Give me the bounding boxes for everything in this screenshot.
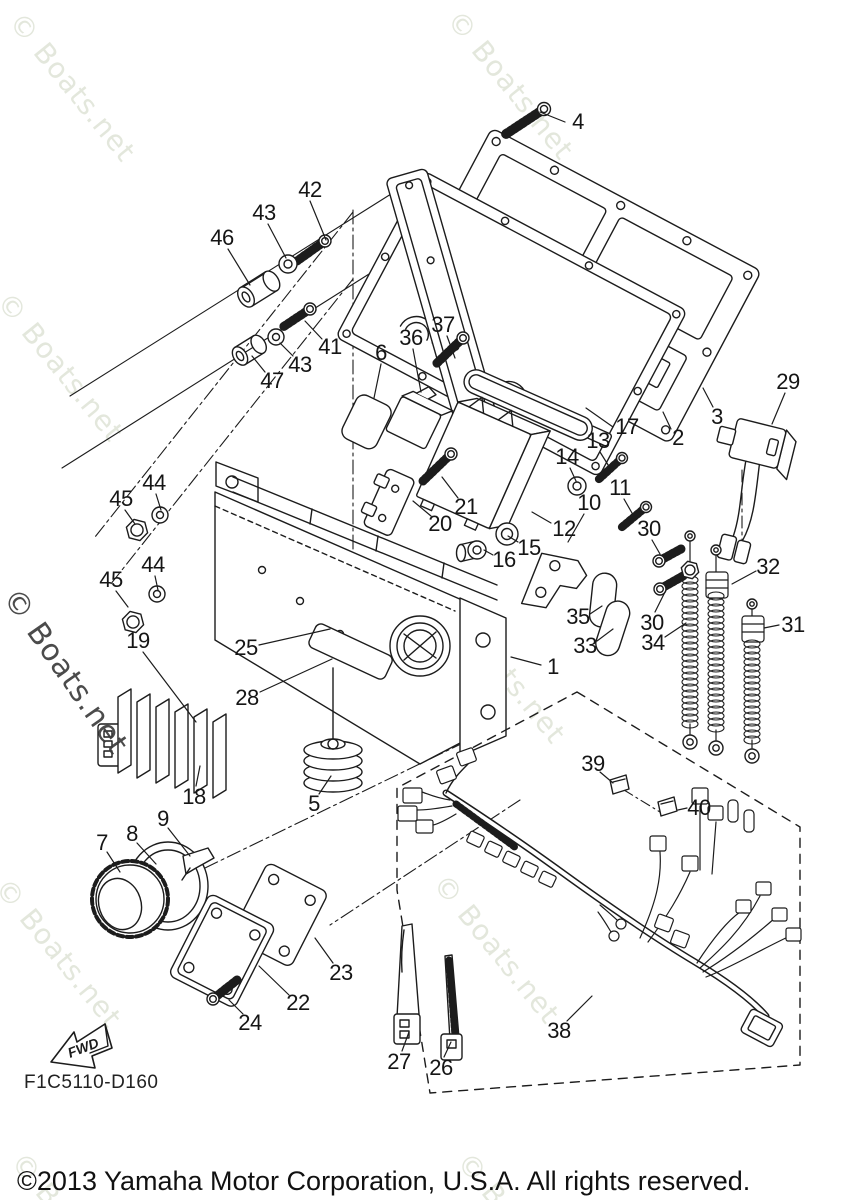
part-callout-37: 37 [431, 312, 455, 337]
part-callout-14: 14 [555, 444, 579, 469]
part-callout-39: 39 [581, 751, 605, 776]
diagram-code: F1C5110-D160 [24, 1072, 159, 1093]
part-callout-9: 9 [157, 806, 169, 831]
wire-harness-38 [398, 747, 801, 1048]
part-callout-43: 43 [288, 352, 312, 377]
part-callout-4: 4 [572, 109, 584, 134]
harness-boundary [397, 692, 800, 1093]
seal-retainer-17 [460, 366, 614, 452]
clamp-27 [394, 924, 420, 1044]
part-callout-20: 20 [428, 511, 452, 536]
part-callout-7: 7 [96, 830, 108, 855]
copyright-text: ©2013 Yamaha Motor Corporation, U.S.A. A… [17, 1166, 751, 1196]
tie-40 [658, 797, 677, 816]
harness-end-connector [740, 1008, 784, 1048]
hardware-fasteners [122, 103, 759, 1006]
part-callout-44: 44 [142, 470, 166, 495]
callout-leader-lines [107, 112, 785, 1057]
part-callout-35: 35 [566, 604, 590, 629]
part-callout-8: 8 [126, 821, 138, 846]
part-callout-26: 26 [429, 1055, 453, 1080]
part-callout-6: 6 [375, 340, 387, 365]
part-callout-45: 45 [109, 486, 133, 511]
part-callout-29: 29 [776, 369, 800, 394]
boot-33 [593, 598, 633, 659]
pad-6 [339, 392, 394, 452]
fwd-arrow: FWD [51, 1024, 112, 1068]
part-callout-16: 16 [492, 547, 516, 572]
bracket-20 [356, 465, 415, 537]
part-callout-36: 36 [399, 325, 423, 350]
part-callout-30: 30 [637, 516, 661, 541]
part-callout-23: 23 [329, 960, 353, 985]
part-callout-31: 31 [781, 612, 805, 637]
harness-connectors [398, 747, 801, 977]
electrical-bracket-1 [215, 462, 506, 764]
lever-9 [182, 848, 214, 880]
part-callout-19: 19 [126, 628, 150, 653]
grommet-15 [496, 523, 518, 545]
ignition-coil-29 [690, 414, 799, 568]
part-callout-11: 11 [609, 475, 631, 500]
bushing-47 [229, 332, 269, 368]
bushing-46 [234, 268, 283, 310]
part-callout-33: 33 [573, 633, 597, 658]
part-callout-17: 17 [615, 414, 639, 439]
part-callout-2: 2 [672, 425, 684, 450]
part-callout-40: 40 [687, 795, 711, 820]
part-callout-18: 18 [182, 784, 206, 809]
part-callout-25: 25 [234, 635, 258, 660]
part-callout-42: 42 [298, 177, 322, 202]
spacer-stack-5 [304, 668, 362, 792]
part-callout-45: 45 [99, 567, 123, 592]
bracket-10 [520, 546, 591, 623]
part-callout-43: 43 [252, 200, 276, 225]
part-callout-27: 27 [387, 1049, 411, 1074]
spark-plug-leads [682, 541, 764, 748]
part-callout-44: 44 [141, 552, 165, 577]
part-callout-41: 41 [318, 334, 342, 359]
part-callout-38: 38 [547, 1018, 571, 1043]
part-callout-46: 46 [210, 225, 234, 250]
tie-39 [610, 775, 629, 794]
part-callout-30: 30 [640, 610, 664, 635]
part-callout-1: 1 [547, 654, 559, 679]
relay-36 [385, 378, 457, 453]
part-callout-24: 24 [238, 1010, 262, 1035]
part-callout-28: 28 [235, 685, 259, 710]
clamp-26 [441, 955, 462, 1060]
part-callout-47: 47 [260, 368, 284, 393]
collar-16 [457, 541, 487, 562]
friction-knob-7 [92, 861, 168, 937]
part-callout-21: 21 [454, 494, 478, 519]
rectifier-regulator-18 [98, 689, 226, 798]
part-callout-32: 32 [756, 554, 780, 579]
part-callout-34: 34 [641, 630, 665, 655]
part-callout-22: 22 [286, 990, 310, 1015]
label-plate-25 [307, 622, 394, 681]
part-callout-15: 15 [517, 535, 541, 560]
ecu-unit-12 [413, 389, 551, 541]
part-callout-13: 13 [586, 428, 610, 453]
part-callout-3: 3 [711, 404, 723, 429]
gasket-bolt-holes [339, 174, 684, 473]
part-callout-12: 12 [552, 516, 576, 541]
part-callout-10: 10 [577, 490, 601, 515]
part-callout-5: 5 [308, 791, 320, 816]
